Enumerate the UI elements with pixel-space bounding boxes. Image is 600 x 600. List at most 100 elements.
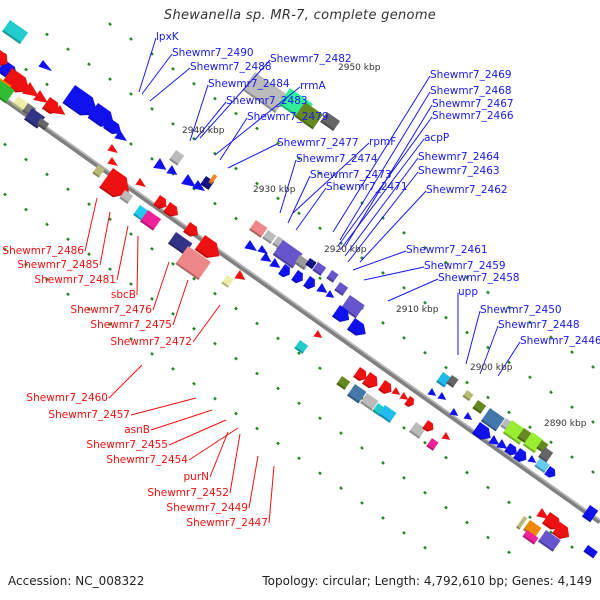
gene-feature[interactable] — [272, 240, 303, 269]
gene-feature[interactable] — [305, 258, 317, 270]
gene-label-reverse[interactable]: Shewmr7_2475 — [90, 319, 172, 331]
gene-label-forward[interactable]: Shewmr7_2458 — [438, 272, 520, 284]
gene-feature[interactable] — [183, 222, 201, 240]
gene-feature[interactable] — [114, 130, 130, 145]
gene-label-forward[interactable]: Shewmr7_2446 — [520, 335, 600, 347]
gene-feature[interactable] — [313, 330, 324, 341]
gene-label-reverse[interactable]: Shewmr7_2457 — [48, 409, 130, 421]
gene-feature[interactable] — [441, 432, 452, 443]
gene-label-reverse[interactable]: Shewmr7_2449 — [166, 502, 248, 514]
gene-feature[interactable] — [208, 174, 218, 185]
gene-feature[interactable] — [21, 82, 43, 103]
gene-label-forward[interactable]: Shewmr7_2459 — [424, 260, 506, 272]
gene-feature[interactable] — [346, 384, 367, 404]
gene-feature[interactable] — [353, 367, 370, 384]
gene-feature[interactable] — [316, 283, 330, 297]
gene-feature[interactable] — [536, 508, 552, 523]
gene-label-forward[interactable]: rpmF — [369, 136, 396, 148]
gene-label-reverse[interactable]: Shewmr7_2454 — [106, 454, 188, 466]
gene-feature[interactable] — [409, 422, 426, 439]
gene-feature[interactable] — [107, 144, 120, 156]
gene-feature[interactable] — [534, 458, 550, 474]
gene-label-reverse[interactable]: Shewmr7_2486 — [2, 245, 84, 257]
gene-label-forward[interactable]: Shewmr7_2474 — [296, 153, 378, 165]
gene-feature[interactable] — [0, 80, 15, 104]
gene-feature[interactable] — [175, 245, 211, 281]
gene-label-forward[interactable]: acpP — [424, 132, 449, 144]
gene-feature[interactable] — [427, 388, 438, 399]
gene-label-reverse[interactable]: Shewmr7_2476 — [70, 304, 152, 316]
gene-feature[interactable] — [536, 440, 549, 453]
gene-feature[interactable] — [294, 340, 309, 354]
gene-label-forward[interactable]: Shewmr7_2462 — [426, 184, 508, 196]
gene-feature[interactable] — [303, 276, 318, 292]
gene-feature[interactable] — [326, 270, 339, 283]
gene-feature[interactable] — [41, 97, 63, 118]
gene-feature[interactable] — [480, 408, 505, 432]
gene-label-forward[interactable]: Shewmr7_2469 — [430, 69, 512, 81]
gene-label-forward[interactable]: Shewmr7_2461 — [406, 244, 488, 256]
gene-label-forward[interactable]: rrmA — [300, 80, 326, 92]
gene-feature[interactable] — [422, 420, 436, 434]
gene-feature[interactable] — [194, 235, 225, 264]
gene-feature[interactable] — [99, 168, 136, 204]
gene-feature[interactable] — [36, 118, 50, 131]
gene-feature[interactable] — [244, 240, 260, 255]
gene-label-forward[interactable]: Shewmr7_2479 — [247, 111, 329, 123]
gene-label-forward[interactable]: Shewmr7_2473 — [310, 169, 392, 181]
gene-feature[interactable] — [260, 252, 274, 266]
gene-feature[interactable] — [325, 290, 336, 301]
gene-feature[interactable] — [471, 422, 495, 444]
gene-feature[interactable] — [541, 512, 565, 534]
gene-feature[interactable] — [426, 438, 439, 451]
gene-feature[interactable] — [399, 392, 410, 403]
gene-feature[interactable] — [92, 165, 105, 178]
gene-feature[interactable] — [320, 112, 341, 132]
gene-feature[interactable] — [462, 390, 474, 402]
gene-feature[interactable] — [153, 195, 170, 212]
gene-feature[interactable] — [446, 375, 459, 388]
gene-label-reverse[interactable]: purN — [184, 471, 210, 483]
gene-label-forward[interactable]: upp — [458, 286, 478, 298]
gene-feature[interactable] — [54, 105, 68, 119]
gene-feature[interactable] — [153, 158, 170, 175]
gene-feature[interactable] — [360, 393, 379, 411]
gene-feature[interactable] — [257, 245, 270, 257]
gene-label-reverse[interactable]: Shewmr7_2460 — [26, 392, 108, 404]
gene-feature[interactable] — [522, 530, 539, 545]
gene-feature[interactable] — [269, 258, 283, 272]
gene-feature[interactable] — [522, 432, 544, 454]
gene-feature[interactable] — [551, 522, 573, 543]
gene-feature[interactable] — [331, 305, 353, 326]
gene-feature[interactable] — [496, 439, 510, 453]
gene-feature[interactable] — [544, 466, 558, 480]
gene-label-forward[interactable]: Shewmr7_2450 — [480, 304, 562, 316]
gene-label-reverse[interactable]: Shewmr7_2452 — [147, 487, 229, 499]
gene-label-forward[interactable]: Shewmr7_2448 — [498, 319, 580, 331]
gene-feature[interactable] — [0, 50, 11, 69]
gene-feature[interactable] — [278, 264, 293, 280]
gene-feature[interactable] — [527, 455, 538, 466]
gene-label-reverse[interactable]: Shewmr7_2481 — [34, 274, 116, 286]
gene-feature[interactable] — [361, 372, 381, 391]
gene-feature[interactable] — [449, 408, 460, 419]
gene-label-reverse[interactable]: sbcB — [111, 289, 136, 301]
gene-feature[interactable] — [294, 255, 310, 271]
gene-feature[interactable] — [1, 19, 29, 45]
gene-label-forward[interactable]: Shewmr7_2466 — [432, 110, 514, 122]
gene-feature[interactable] — [262, 230, 277, 244]
gene-feature[interactable] — [437, 392, 448, 403]
gene-feature[interactable] — [62, 85, 104, 124]
gene-feature[interactable] — [312, 262, 327, 276]
gene-label-reverse[interactable]: Shewmr7_2447 — [186, 517, 268, 529]
gene-feature[interactable] — [169, 150, 185, 166]
gene-feature[interactable] — [515, 516, 528, 530]
gene-feature[interactable] — [378, 380, 395, 397]
gene-feature[interactable] — [537, 530, 561, 552]
gene-feature[interactable] — [346, 318, 370, 340]
gene-feature[interactable] — [581, 505, 599, 523]
gene-feature[interactable] — [391, 387, 402, 398]
gene-label-forward[interactable]: Shewmr7_2490 — [172, 47, 254, 59]
gene-feature[interactable] — [404, 396, 416, 409]
gene-label-forward[interactable]: Shewmr7_2463 — [418, 165, 500, 177]
